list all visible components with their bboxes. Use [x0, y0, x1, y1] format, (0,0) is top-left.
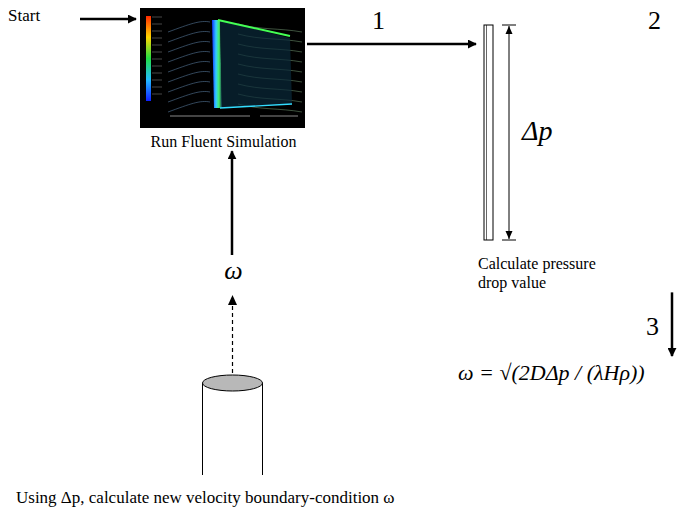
- tube-outline: [484, 25, 493, 240]
- dimension-arrow: [506, 231, 513, 239]
- step-number: 2: [648, 6, 661, 36]
- formula: ω = √(2DΔp / (λHρ)): [440, 356, 678, 390]
- dashed-arrow-head: [228, 295, 237, 305]
- step-number: 3: [646, 312, 659, 342]
- start-label: Start: [8, 6, 40, 26]
- dimension-arrow: [506, 26, 513, 34]
- streamline: [168, 41, 210, 52]
- streamline: [168, 51, 210, 62]
- cylinder-top: [203, 375, 263, 391]
- upper-edge: [218, 20, 290, 36]
- colorbar-tick: [152, 87, 162, 88]
- status-line: [260, 116, 298, 117]
- colorbar-tick: [152, 66, 162, 67]
- colorbar-tick: [152, 38, 162, 39]
- colorbar-tick: [152, 24, 162, 25]
- cylinder-side: [202, 383, 203, 475]
- dimension-value: Δp: [522, 114, 552, 148]
- streamline: [168, 71, 210, 82]
- flow-arrow: [231, 151, 234, 255]
- colorbar: [146, 16, 151, 101]
- colorbar-tick: [152, 80, 162, 81]
- node-caption: Run Fluent Simulation: [140, 132, 307, 151]
- dimension-line: [509, 26, 510, 239]
- lower-edge: [220, 104, 292, 108]
- colorbar-tick: [152, 94, 162, 95]
- caption-note: Using Δp, calculate new velocity boundar…: [16, 488, 395, 508]
- status-line: [170, 116, 250, 117]
- streamline: [168, 101, 210, 112]
- start-arrow: [80, 18, 136, 21]
- formula-node: ω = √(2DΔp / (λHρ)): [440, 356, 678, 390]
- simulation-screenshot: [140, 8, 305, 128]
- simulation-node: Run Fluent Simulation: [140, 8, 307, 151]
- flow-arrow: [307, 43, 476, 46]
- streamline: [168, 21, 210, 32]
- colorbar-tick: [152, 73, 162, 74]
- dimension-tick: [502, 240, 516, 241]
- colorbar-tick: [152, 17, 162, 18]
- tube-inner-line: [486, 25, 487, 240]
- streamline: [168, 31, 210, 42]
- step-number: 1: [372, 6, 385, 36]
- dashed-arrow: [232, 303, 233, 373]
- node-caption: Calculate pressure drop value: [476, 254, 628, 292]
- inlet-node: ω: [195, 255, 272, 479]
- colorbar-tick: [152, 52, 162, 53]
- dimension-tick: [502, 25, 516, 26]
- pressure-node: ΔpCalculate pressure drop value: [476, 22, 676, 292]
- streamline: [168, 81, 210, 92]
- tube-area: Δp: [476, 22, 676, 244]
- colorbar-tick: [152, 45, 162, 46]
- velocity-symbol: ω: [195, 255, 272, 287]
- streamline: [168, 61, 210, 72]
- screen-ground: [140, 8, 305, 128]
- streamline: [168, 91, 210, 102]
- colorbar-tick: [152, 31, 162, 32]
- flow-arrow: [671, 292, 674, 356]
- cylinder-side: [262, 383, 263, 475]
- inlet-cylinder: [195, 287, 270, 479]
- colorbar-tick: [152, 59, 162, 60]
